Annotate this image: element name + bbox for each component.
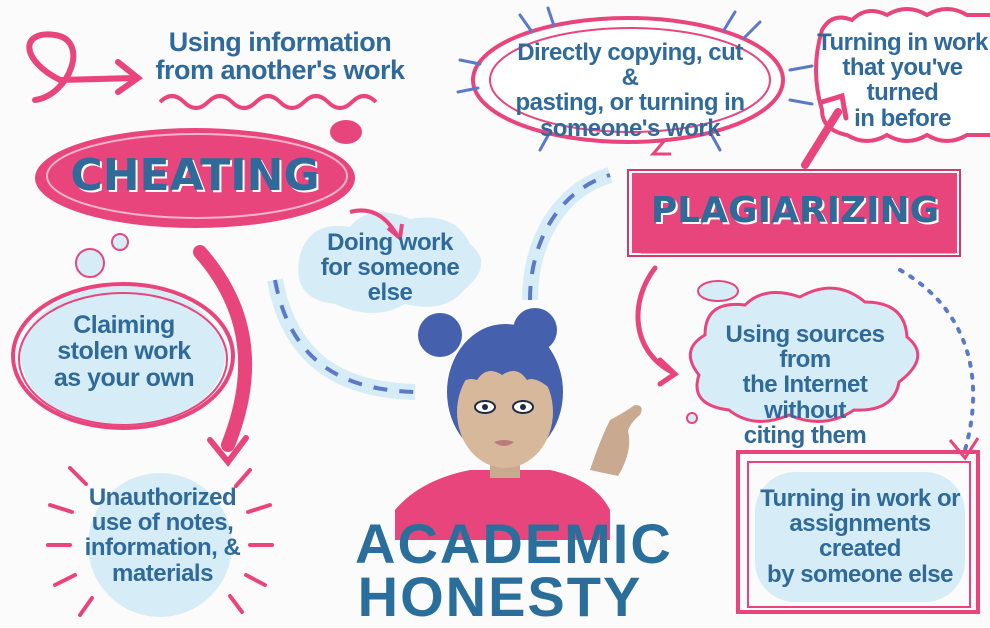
repeat-work-scallop xyxy=(814,7,990,143)
stolen-work-bubble xyxy=(21,286,225,426)
plagiarizing-box xyxy=(632,173,957,253)
copying-text: Directly copying, cut & pasting, or turn… xyxy=(515,39,745,142)
loop-arrowhead xyxy=(115,59,144,95)
student-illustration xyxy=(395,308,642,540)
cheating-down-arrow xyxy=(193,245,253,452)
burst-rays xyxy=(46,466,274,617)
dotted-connector-right xyxy=(898,268,976,452)
squiggle-underline xyxy=(158,94,378,110)
internet-sources-text: Using sources from the Internet without … xyxy=(725,321,885,449)
copying-oval xyxy=(471,16,785,144)
plagiarizing-heading: PLAGIARIZING xyxy=(650,190,940,231)
plagiarizing-up-arrow xyxy=(801,108,842,169)
stolen-work-text: Claiming stolen work as your own xyxy=(53,311,195,392)
copying-rays xyxy=(456,6,814,152)
unauthorized-text: Unauthorized use of notes, information, … xyxy=(84,484,241,587)
unauthorized-bubble xyxy=(88,473,232,617)
created-by-else-frame xyxy=(736,450,980,614)
pink-dot xyxy=(330,120,362,144)
using-information-text: Using information from another's work xyxy=(155,27,405,86)
created-by-else-text: Turning in work or assignments created b… xyxy=(760,485,960,588)
academic-honesty-title: ACADEMIC HONESTY xyxy=(355,512,673,628)
repeat-work-text: Turning in work that you've turned in be… xyxy=(817,30,988,131)
doing-work-text: Doing work for someone else xyxy=(320,229,460,307)
loop-arrow-icon xyxy=(26,31,138,103)
cheating-heading: CHEATING xyxy=(70,150,320,201)
plagiarizing-to-internet-arrow xyxy=(635,265,675,375)
internet-cloud xyxy=(688,286,920,423)
doing-work-cloud xyxy=(298,212,482,313)
cheating-pill xyxy=(35,128,355,228)
